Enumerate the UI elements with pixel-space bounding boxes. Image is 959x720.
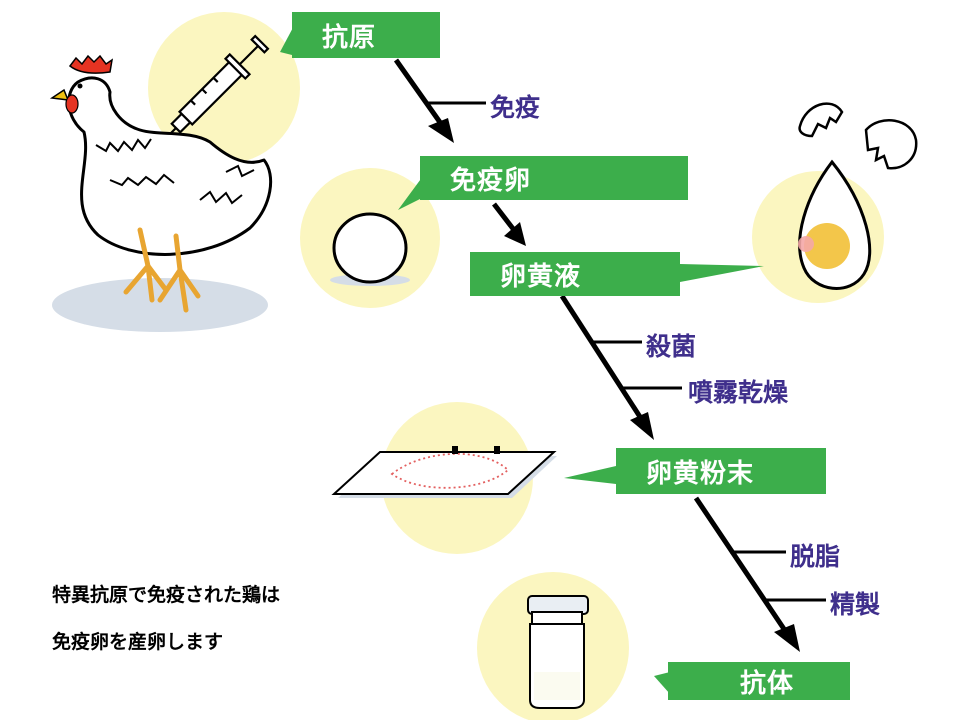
arrowhead-2 <box>504 222 526 246</box>
arrowhead-4 <box>774 624 800 652</box>
antigen-box: 抗原 <box>292 12 440 58</box>
vial-icon <box>527 595 589 709</box>
step-spray-dry: 噴霧乾燥 <box>688 378 789 407</box>
step-leaders <box>428 101 826 602</box>
chicken-icon <box>49 54 273 332</box>
step-purify: 精製 <box>830 590 881 619</box>
antibody-label: 抗体 <box>740 668 795 699</box>
powder-paper-icon <box>331 446 557 498</box>
antibody-box: 抗体 <box>668 662 850 700</box>
yolk-liquid-label: 卵黄液 <box>500 261 582 292</box>
step-sterilize: 殺菌 <box>646 332 697 361</box>
note-line-1: 特異抗原で免疫された鶏は <box>52 584 281 606</box>
arrowhead-3 <box>630 412 654 440</box>
immune-egg-box: 免疫卵 <box>420 156 688 200</box>
arrowhead-1 <box>428 118 454 143</box>
syringe-icon <box>161 34 270 143</box>
yolk-icon <box>798 102 918 290</box>
yolk-liquid-box: 卵黄液 <box>470 252 680 296</box>
egg-icon <box>330 212 410 286</box>
step-immunize: 免疫 <box>490 93 541 122</box>
step-defat: 脱脂 <box>790 542 841 571</box>
immune-egg-callout <box>398 172 426 210</box>
yolk-powder-callout <box>564 466 616 484</box>
antibody-callout <box>654 672 670 694</box>
antigen-label: 抗原 <box>322 22 377 53</box>
yolk-powder-label: 卵黄粉末 <box>646 458 755 489</box>
immune-egg-label: 免疫卵 <box>450 165 532 196</box>
yolk-liquid-callout <box>680 264 764 282</box>
note-line-2: 免疫卵を産卵します <box>52 631 224 653</box>
yolk-powder-box: 卵黄粉末 <box>616 448 826 494</box>
flow-arrows <box>393 58 789 634</box>
